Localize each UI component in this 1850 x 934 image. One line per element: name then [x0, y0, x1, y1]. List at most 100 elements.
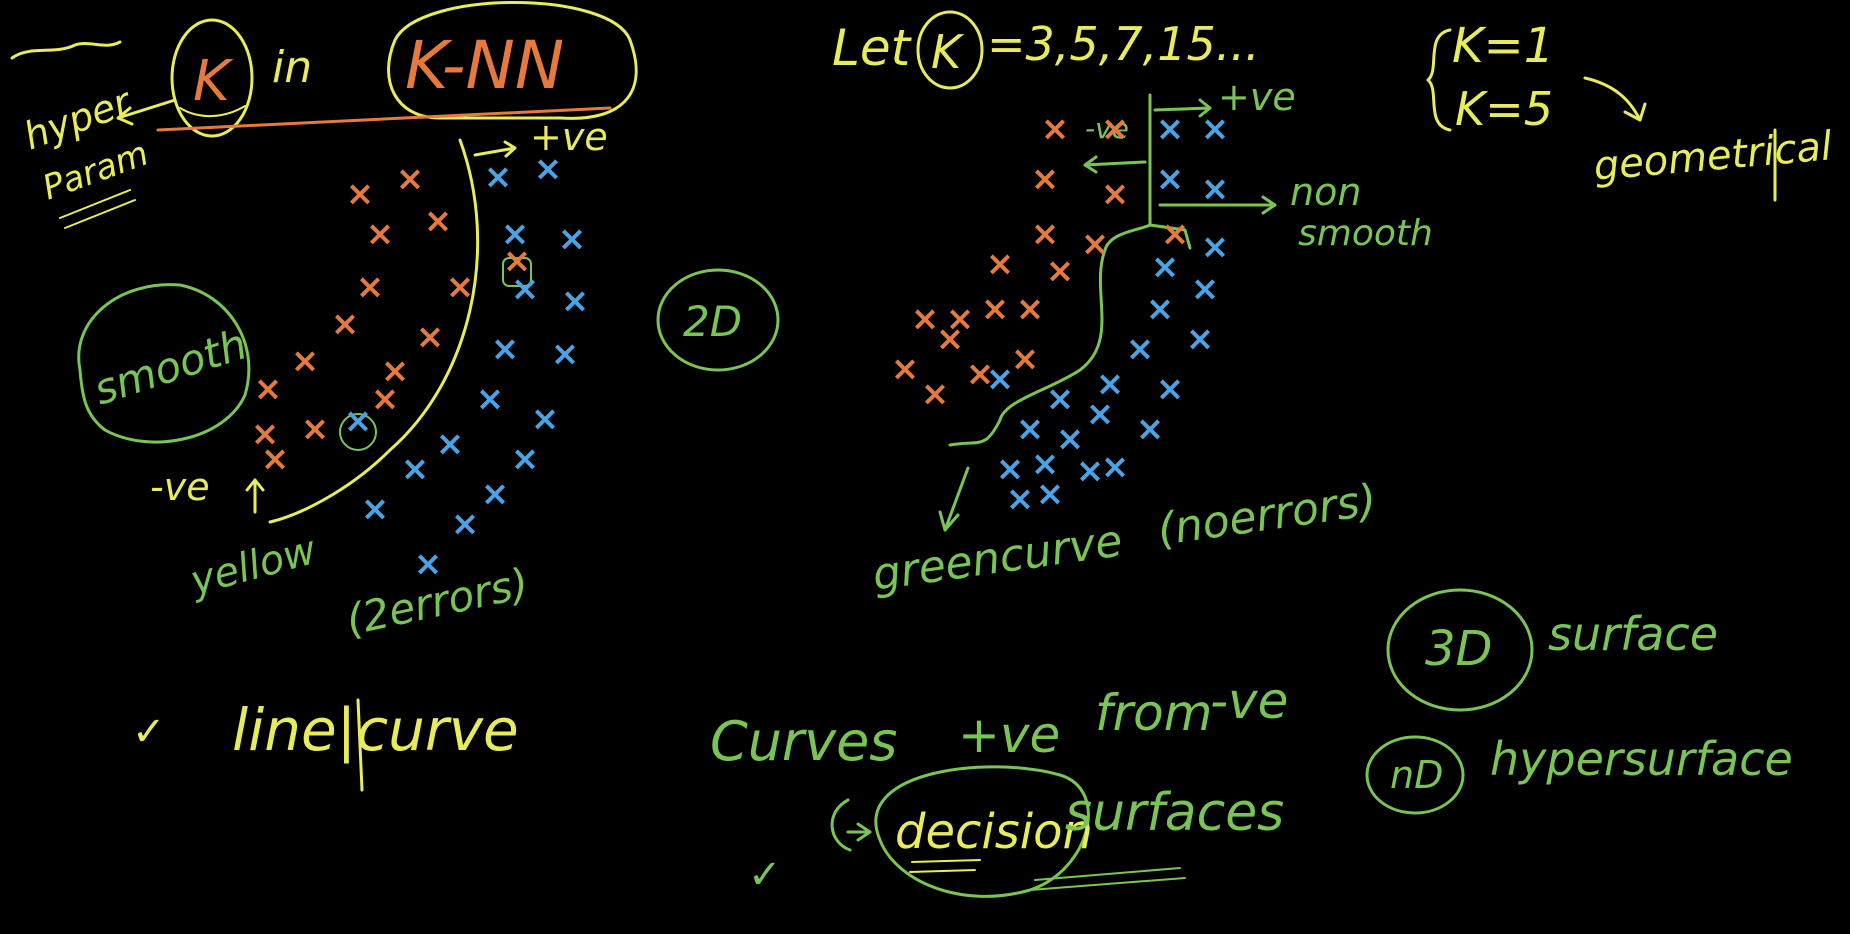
surfaces-underline — [1029, 867, 1186, 891]
smooth-label: smooth — [88, 319, 253, 414]
negative-point: × — [346, 174, 375, 214]
surfaces-label: surfaces — [1065, 783, 1284, 843]
negative-point: × — [1041, 109, 1070, 149]
non-label: non — [1290, 170, 1361, 214]
positive-point: × — [511, 269, 540, 309]
minus-ve-bottom: -ve — [1210, 672, 1288, 730]
positive-point: × — [1126, 329, 1155, 369]
non-smooth-boundary — [948, 93, 1192, 447]
three-d-label: 3D — [1425, 621, 1493, 677]
nd-label: nD — [1390, 753, 1443, 797]
k-label: K — [193, 49, 234, 114]
positive-point: × — [1086, 394, 1115, 434]
decision-arrow — [830, 798, 872, 852]
nd-circle — [1365, 735, 1465, 815]
positive-point: × — [1101, 447, 1130, 487]
negative-point: × — [371, 379, 400, 419]
knn-label: K-NN — [405, 27, 564, 104]
positive-point: × — [558, 219, 587, 259]
positive-point: × — [1201, 109, 1230, 149]
positive-point: × — [996, 449, 1025, 489]
two-d-circle — [656, 268, 780, 372]
decision-circle — [874, 765, 1090, 898]
hypersurface-label: hypersurface — [1490, 732, 1793, 786]
positive-point: × — [1191, 269, 1220, 309]
negative-point: × — [291, 341, 320, 381]
two-d-label: 2D — [683, 297, 742, 346]
plus-ve-middle: +ve — [1218, 75, 1296, 119]
k-middle-label: K — [931, 25, 965, 79]
positive-point: × — [986, 359, 1015, 399]
positive-point: × — [1146, 289, 1175, 329]
negative-point: × — [1081, 224, 1110, 264]
let-label: Let — [832, 19, 913, 77]
yellow-label: yellow — [185, 527, 321, 605]
negative-point: × — [986, 244, 1015, 284]
knn-circle — [387, 1, 638, 120]
negative-point: × — [381, 351, 410, 391]
check-left: ✓ — [132, 709, 166, 755]
green-curve-label: greencurve — [869, 515, 1125, 600]
negative-point: × — [503, 241, 532, 281]
no-errors-label: (noerrors) — [1154, 475, 1379, 556]
positive-point: × — [1201, 169, 1230, 209]
positive-point: × — [551, 334, 580, 374]
k-circle — [170, 18, 254, 138]
positive-point: × — [1136, 409, 1165, 449]
plus-ve-arrow-middle — [1153, 98, 1212, 118]
circled-error-left-orange — [502, 257, 532, 287]
non-smooth-arrow — [1158, 195, 1277, 215]
positive-point: × — [361, 489, 390, 529]
positive-point: × — [451, 504, 480, 544]
knn-underline — [156, 106, 612, 132]
k-values-label: =3,5,7,15... — [987, 17, 1260, 71]
negative-point: × — [1046, 251, 1075, 291]
positive-point: × — [1046, 379, 1075, 419]
k-circle-middle — [916, 10, 984, 90]
positive-point: × — [1006, 479, 1035, 519]
minus-ve-arrow-left — [245, 478, 265, 514]
yellow-decision-curve — [268, 138, 480, 524]
positive-point: × — [534, 149, 563, 189]
positive-point: × — [511, 439, 540, 479]
negative-point: × — [424, 201, 453, 241]
geometrical-label: geometrical — [1592, 123, 1834, 190]
negative-point: × — [261, 439, 290, 479]
positive-point: × — [1186, 319, 1215, 359]
minus-ve-arrow-middle — [1083, 155, 1147, 174]
decision-underline — [909, 859, 981, 873]
positive-point: × — [1031, 444, 1060, 484]
negative-point: × — [366, 214, 395, 254]
circled-error-left-blue — [339, 413, 377, 451]
positive-point: × — [1036, 474, 1065, 514]
negative-point: × — [891, 349, 920, 389]
green-curve-arrow — [938, 466, 970, 532]
k1-label: K=1 — [1452, 18, 1554, 74]
negative-point: × — [911, 299, 940, 339]
negative-point: × — [1031, 214, 1060, 254]
positive-point: × — [561, 281, 590, 321]
scatter-marks: ××××××××××××××××××××××××××××××××××××××××… — [251, 109, 1230, 584]
k5-label: K=5 — [1455, 82, 1553, 136]
positive-point: × — [491, 329, 520, 369]
smooth-circle — [77, 283, 251, 444]
positive-point: × — [531, 399, 560, 439]
negative-point: × — [981, 289, 1010, 329]
positive-point: × — [344, 401, 373, 441]
param-underline — [59, 189, 136, 229]
positive-point: × — [1156, 109, 1185, 149]
negative-point: × — [1101, 109, 1130, 149]
positive-point: × — [481, 474, 510, 514]
hyper-arrow — [116, 98, 177, 126]
negative-point: × — [936, 319, 965, 359]
geometrical-arrow — [1583, 76, 1647, 122]
minus-ve-middle: -ve — [1085, 112, 1129, 145]
negative-point: × — [1101, 174, 1130, 214]
negative-point: × — [446, 267, 475, 307]
positive-point: × — [1201, 227, 1230, 267]
negative-point: × — [396, 159, 425, 199]
negative-point: × — [251, 414, 280, 454]
negative-point: × — [356, 267, 385, 307]
plus-ve-left: +ve — [530, 115, 608, 159]
